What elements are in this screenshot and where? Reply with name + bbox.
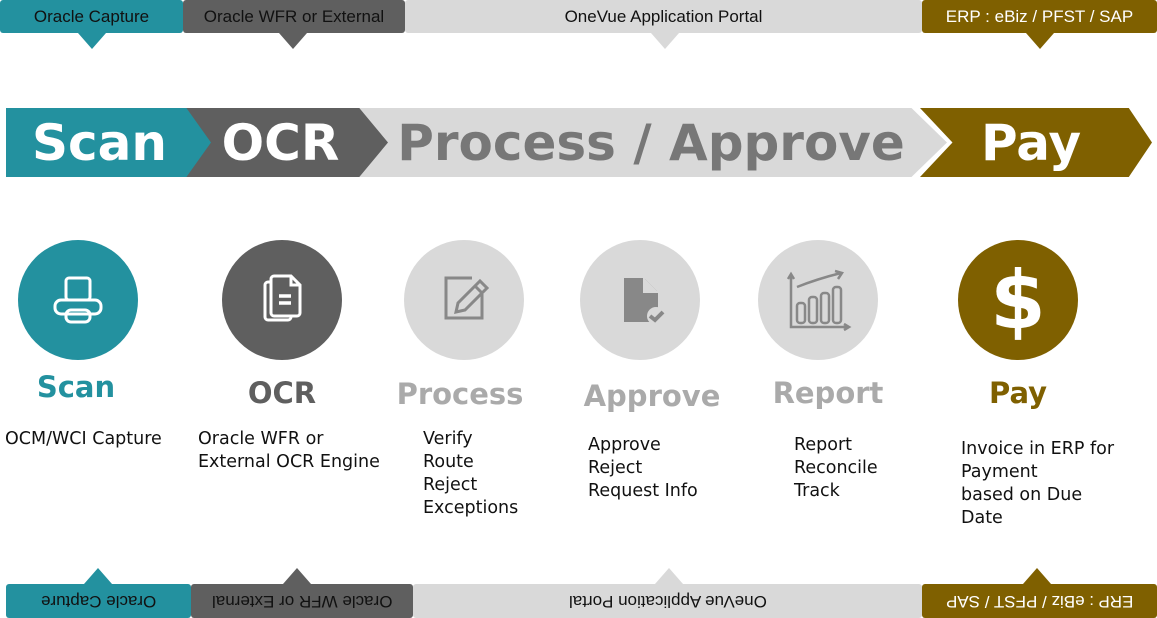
chevron-process-approve: Process / Approve [355,108,947,177]
pointer-down [1026,33,1054,49]
chevron-scan: Scan [6,108,211,177]
pointer-down [651,33,679,49]
tag-label: OneVue Application Portal [568,592,767,611]
step-title-process: Process [396,377,524,411]
chevron-pay: Pay [920,108,1152,177]
desc-line: Verify [423,429,473,449]
step-desc-ocr: Oracle WFR or External OCR Engine [198,428,380,474]
tag-label: Oracle Capture [40,592,157,611]
pointer-up [283,568,311,584]
desc-line: Request Info [588,481,698,501]
chevron-label: Process / Approve [397,113,905,172]
edit-icon [404,240,524,360]
pointer-down [279,33,307,49]
desc-line: Route [423,452,474,472]
top-tag-erp: ERP : eBiz / PFST / SAP [922,0,1157,33]
step-title-approve: Approve [583,379,721,413]
step-title-report: Report [772,376,884,410]
desc-line: Date [961,508,1003,528]
desc-line: Payment [961,462,1038,482]
chevron-label: Pay [980,113,1082,172]
dollar-icon: $ [958,240,1078,360]
desc-line: Invoice in ERP for [961,439,1115,459]
pointer-up [1023,568,1051,584]
desc-line: based on Due [961,485,1083,505]
bottom-tag-portal: OneVue Application Portal [413,584,922,618]
desc-line: Reject [588,458,643,478]
top-tag-wfr: Oracle WFR or External [183,0,405,33]
desc-line: Report [794,435,853,455]
tag-label: Oracle WFR or External [203,6,385,26]
documents-icon [222,240,342,360]
chevron-ocr: OCR [183,108,388,177]
document-check-icon [580,240,700,360]
desc-line: Reconcile [794,458,878,478]
desc-line: Track [794,481,840,501]
bottom-tag-wfr: Oracle WFR or External [191,584,413,618]
top-tag-capture: Oracle Capture [0,0,183,33]
desc-line: Approve [588,435,661,455]
desc-line: OCM/WCI Capture [5,429,162,449]
chevron-label: Scan [32,113,167,172]
pointer-up [655,568,683,584]
chevron-label: OCR [221,113,340,172]
desc-line: External OCR Engine [198,452,380,472]
desc-line: Oracle WFR or [198,429,324,449]
step-title-pay: Pay [988,376,1048,410]
pointer-up [84,568,112,584]
top-tag-portal: OneVue Application Portal [405,0,922,33]
step-title-scan: Scan [36,370,116,404]
tag-label: ERP : eBiz / PFST / SAP [945,6,1134,26]
desc-line: Reject [423,475,478,495]
step-title-ocr: OCR [247,376,317,410]
bottom-tag-capture: Oracle Capture [6,584,191,618]
tag-label: OneVue Application Portal [564,6,763,26]
step-desc-scan: OCM/WCI Capture [5,428,162,451]
chart-icon [758,240,878,360]
bottom-tag-erp: ERP : eBiz / PFST / SAP [922,584,1157,618]
pointer-down [78,33,106,49]
tag-label: Oracle Capture [33,6,150,26]
tag-label: Oracle WFR or External [211,592,393,611]
desc-line: Exceptions [423,498,519,518]
tag-label: ERP : eBiz / PFST / SAP [945,592,1134,611]
printer-icon [18,240,138,360]
